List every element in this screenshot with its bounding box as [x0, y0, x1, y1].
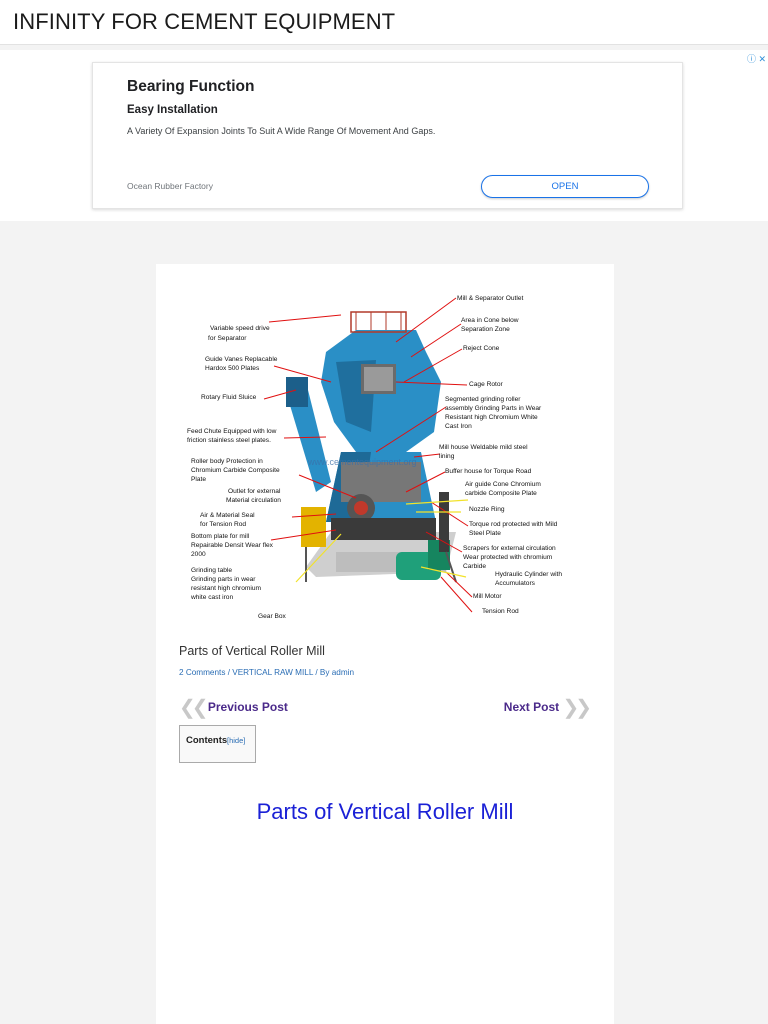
label-outlet-external: Outlet for external [228, 488, 281, 495]
label-variable-speed-drive-2: for Separator [208, 335, 247, 342]
label-torque-rod-2: Steel Plate [469, 530, 501, 537]
label-gear-box: Gear Box [258, 613, 287, 620]
label-feed-chute-2: friction stainless steel plates. [187, 437, 271, 444]
double-chevron-left-icon: ❮❮ [179, 697, 208, 719]
label-variable-speed-drive: Variable speed drive [210, 325, 270, 332]
label-scrapers-2: Wear protected with chromium [463, 554, 553, 561]
meta-by: / By [313, 668, 332, 677]
callout-lines-red [263, 297, 473, 613]
next-post-link[interactable]: Next Post ❯❯ [503, 695, 592, 720]
label-roller-body-3: Plate [191, 476, 206, 483]
ad-subtitle: Easy Installation [127, 104, 218, 116]
double-chevron-right-icon: ❯❯ [562, 697, 591, 719]
label-segmented-roller: Segmented grinding roller [445, 396, 521, 403]
label-cage-rotor: Cage Rotor [469, 381, 504, 388]
meta-separator: / [225, 668, 233, 677]
mill-diagram-svg: www.cementequipment.org Variable speed d… [187, 295, 562, 620]
label-scrapers-3: Carbide [463, 563, 486, 570]
author-link[interactable]: admin [331, 668, 355, 677]
ad-description: A Variety Of Expansion Joints To Suit A … [127, 126, 436, 136]
label-bottom-plate: Bottom plate for mill [191, 533, 250, 540]
label-bottom-plate-2: Repairable Densit Wear flex [191, 542, 274, 549]
category-link[interactable]: VERTICAL RAW MILL [232, 668, 314, 677]
adchoices-icon[interactable]: ⓘ ✕ [746, 54, 766, 64]
watermark-text: www.cementequipment.org [307, 457, 417, 467]
label-mill-house: Mill house Weldable mild steel [439, 444, 528, 451]
label-hydraulic-cylinder-2: Accumulators [495, 580, 536, 587]
comments-link[interactable]: 2 Comments [179, 668, 226, 677]
label-air-guide-cone-2: carbide Composite Plate [465, 490, 537, 497]
label-scrapers: Scrapers for external circulation [463, 545, 556, 552]
table-of-contents: Contents [hide] [179, 725, 256, 763]
label-rotary-fluid-sluice: Rotary Fluid Sluice [201, 394, 257, 401]
label-nozzle-ring: Nozzle Ring [469, 506, 505, 513]
post-meta: 2 Comments / VERTICAL RAW MILL / By admi… [179, 668, 354, 677]
label-area-in-cone: Area in Cone below [461, 317, 519, 324]
ad-card[interactable]: Bearing Function Easy Installation A Var… [92, 62, 683, 209]
label-feed-chute: Feed Chute Equipped with low [187, 428, 277, 435]
label-grinding-table-3: resistant high chromium [191, 585, 262, 592]
label-air-material-seal-2: for Tension Rod [200, 521, 246, 528]
toc-title: Contents [186, 735, 228, 746]
label-mill-motor: Mill Motor [473, 593, 502, 600]
next-post-label: Next Post [503, 700, 560, 714]
toc-hide-toggle[interactable]: [hide] [227, 736, 246, 745]
label-roller-body-2: Chromium Carbide Composite [191, 467, 280, 474]
label-guide-vanes-2: Hardox 500 Plates [205, 365, 260, 372]
label-grinding-table-2: Grinding parts in wear [191, 576, 256, 583]
previous-post-link[interactable]: ❮❮ Previous Post [179, 695, 288, 720]
previous-post-label: Previous Post [207, 700, 288, 714]
left-labels: Variable speed drive for Separator Guide… [187, 325, 287, 620]
label-roller-body: Roller body Protection in [191, 458, 263, 465]
post-title: Parts of Vertical Roller Mill [179, 644, 325, 658]
label-guide-vanes: Guide Vanes Replacable [205, 356, 278, 363]
site-title[interactable]: INFINITY FOR CEMENT EQUIPMENT [13, 9, 396, 34]
label-outlet-external-2: Material circulation [226, 497, 281, 504]
label-segmented-roller-2: assembly Grinding Parts in Wear [445, 405, 542, 412]
section-heading: Parts of Vertical Roller Mill [256, 799, 514, 824]
label-grinding-table: Grinding table [191, 567, 232, 574]
right-labels: Mill & Separator Outlet Area in Cone bel… [439, 295, 562, 615]
label-air-material-seal: Air & Material Seal [200, 512, 255, 519]
ad-banner: ⓘ ✕ Bearing Function Easy Installation A… [0, 50, 768, 221]
label-mill-separator-outlet: Mill & Separator Outlet [457, 295, 523, 302]
vertical-roller-mill-diagram[interactable]: www.cementequipment.org Variable speed d… [156, 282, 614, 627]
label-bottom-plate-3: 2000 [191, 551, 206, 558]
ad-advertiser[interactable]: Ocean Rubber Factory [127, 181, 213, 191]
label-torque-rod: Torque rod protected with Mild [469, 521, 558, 528]
article: www.cementequipment.org Variable speed d… [156, 264, 614, 1024]
label-tension-rod: Tension Rod [482, 608, 519, 615]
site-header: INFINITY FOR CEMENT EQUIPMENT [0, 0, 768, 45]
ad-open-button[interactable]: OPEN [481, 175, 649, 198]
label-mill-house-2: lining [439, 453, 455, 460]
label-segmented-roller-4: Cast Iron [445, 423, 472, 430]
callout-lines-yellow [295, 499, 469, 583]
label-area-in-cone-2: Separation Zone [461, 326, 510, 333]
label-segmented-roller-3: Resistant high Chromium White [445, 414, 538, 421]
label-grinding-table-4: white cast iron [190, 594, 233, 601]
ad-title[interactable]: Bearing Function [127, 78, 255, 95]
label-hydraulic-cylinder: Hydraulic Cylinder with [495, 571, 562, 578]
label-buffer-house: Buffer house for Torque Road [445, 468, 532, 475]
label-reject-cone: Reject Cone [463, 345, 500, 352]
label-air-guide-cone: Air guide Cone Chromium [465, 481, 541, 488]
mill-illustration [286, 311, 457, 583]
